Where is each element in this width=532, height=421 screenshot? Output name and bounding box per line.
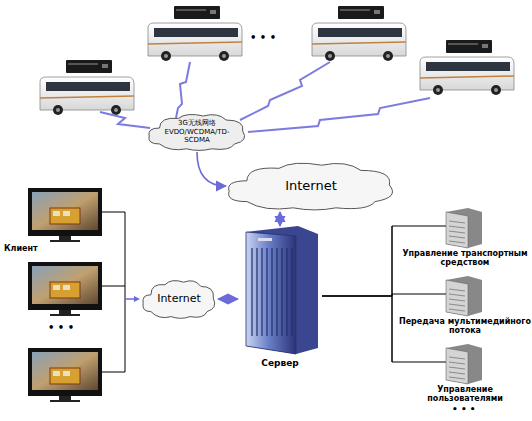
ellipsis-mark: • • •: [48, 322, 74, 333]
server-label: Сервер: [238, 358, 322, 368]
server-tower: [238, 226, 322, 376]
link-line: [322, 294, 398, 296]
network-arrow: [279, 212, 281, 226]
service-server: Передача мультимедийного потока: [398, 276, 532, 338]
link-line: [322, 296, 398, 362]
network-arrow: [197, 152, 226, 186]
network-cloud: Internet: [222, 160, 400, 212]
service-server: Управление транспортным средством: [398, 208, 532, 270]
service-label: Управление транспортным средством: [398, 249, 532, 267]
client-monitors: [28, 188, 102, 402]
ellipsis-mark: • • •: [250, 32, 276, 43]
group-label: Клиент: [4, 244, 38, 253]
wireless-bolts: [100, 62, 430, 132]
service-label: Управление пользователями: [398, 385, 532, 403]
service-label: Передача мультимедийного потока: [398, 317, 532, 335]
bus-row: [40, 6, 514, 115]
service-server: Управление пользователями: [398, 344, 532, 406]
rack-trunk: [392, 226, 393, 362]
network-arrow: [218, 298, 238, 300]
link-line: [322, 226, 398, 296]
cloud-label: Internet: [140, 278, 218, 320]
network-cloud: 3G无线网络 EVDO/WCDMA/TD-SCDMA: [145, 112, 249, 152]
ellipsis-mark: • • •: [452, 404, 476, 414]
client-bracket: [102, 212, 140, 372]
server-node: Сервер: [238, 226, 322, 376]
cloud-label: Internet: [222, 160, 400, 212]
cloud-label: 3G无线网络 EVDO/WCDMA/TD-SCDMA: [145, 112, 249, 152]
network-cloud: Internet: [140, 278, 218, 320]
